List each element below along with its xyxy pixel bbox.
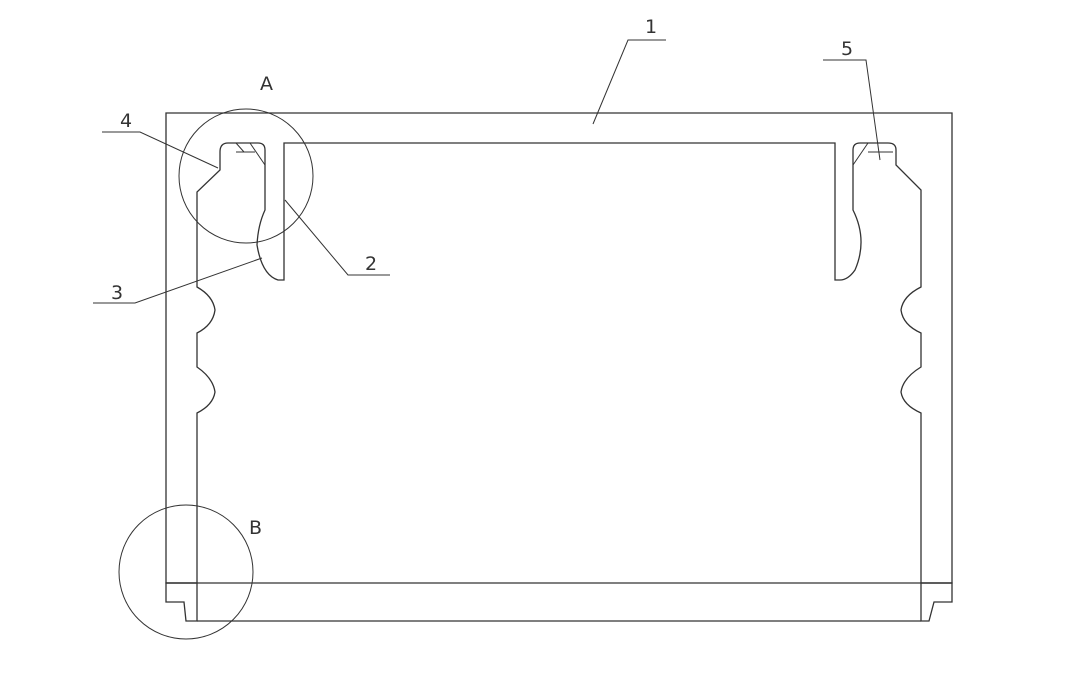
rim-right-section <box>920 582 953 622</box>
detail-circle-b <box>118 504 254 640</box>
leader-1 <box>592 39 666 125</box>
label-detail-b: B <box>249 517 262 539</box>
label-part-5: 5 <box>841 38 853 60</box>
label-part-2: 2 <box>365 253 377 275</box>
leader-4 <box>102 131 219 169</box>
detail-circle-a <box>178 108 314 244</box>
label-part-4: 4 <box>120 110 132 132</box>
rim-left-section <box>165 582 198 622</box>
lip-chamfer-right <box>852 142 869 166</box>
pocket-chamfer-left <box>235 142 245 153</box>
lip-chamfer-left <box>249 142 266 166</box>
label-part-1: 1 <box>645 16 657 38</box>
leader-2 <box>284 199 390 276</box>
leader-3 <box>93 257 263 304</box>
leader-5 <box>823 59 881 161</box>
cap-body-section <box>165 112 953 584</box>
label-part-3: 3 <box>111 282 123 304</box>
label-detail-a: A <box>260 73 273 95</box>
